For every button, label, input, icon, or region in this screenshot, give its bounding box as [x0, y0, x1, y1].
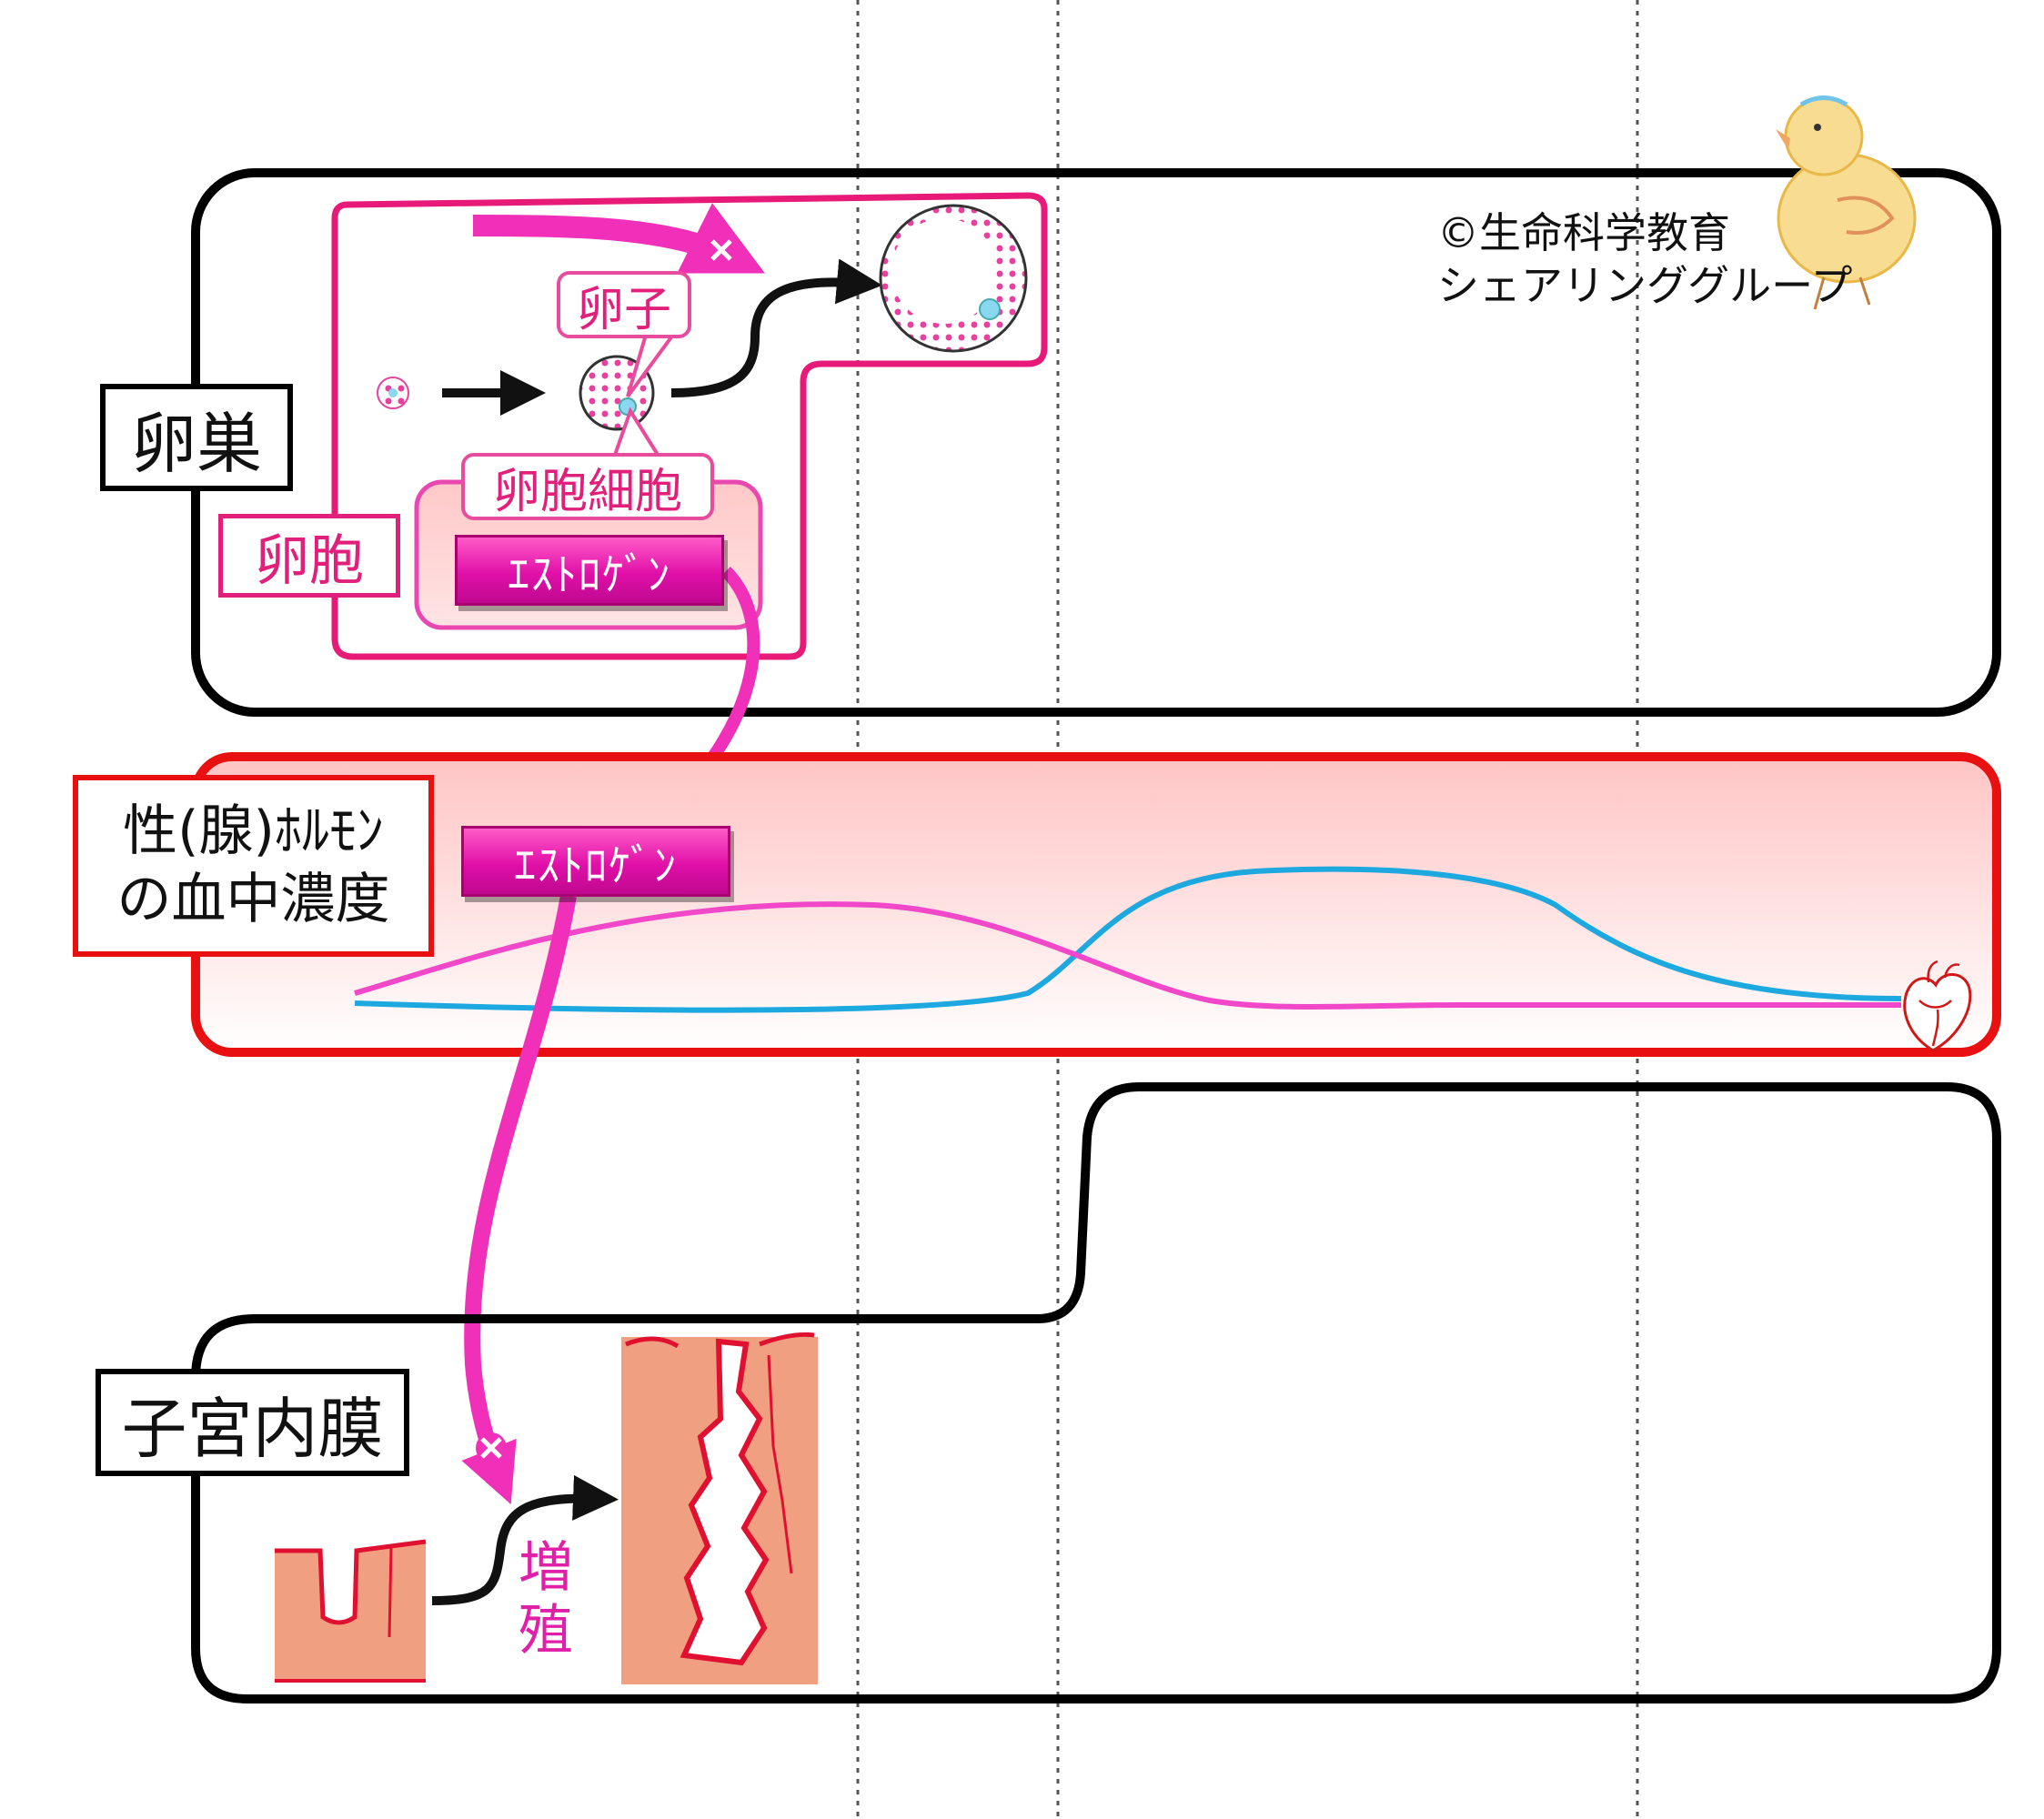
proliferation-label: 増殖 [519, 1536, 573, 1663]
follicle-label: 卵胞 [218, 514, 400, 598]
blood-hormone-label: 性(腺)ﾎﾙﾓﾝ の血中濃度 [73, 775, 434, 957]
plus-icon [706, 235, 737, 266]
thick-endometrium [621, 1332, 818, 1684]
primordial-follicle [377, 377, 409, 409]
ovary-label: 卵巣 [100, 384, 293, 491]
top-pink-arrow [472, 203, 765, 274]
oocyte-cell-label: 卵胞細胞 [461, 453, 714, 520]
growth-arrow-2 [670, 258, 882, 397]
mature-follicle [879, 204, 1028, 353]
heart-icon [1903, 960, 1972, 1052]
blood-label-line2: の血中濃度 [116, 868, 390, 931]
estrogen-curve [354, 901, 1901, 1010]
egg-label: 卵子 [557, 271, 691, 338]
second-hormone-curve [354, 866, 1902, 1013]
uterus-panel [191, 1082, 2001, 1703]
copyright-line2: シェアリンググループ [1437, 260, 1853, 310]
cell-label-pointer [612, 407, 661, 459]
egg-label-pointer [626, 333, 675, 398]
thin-endometrium [275, 1539, 427, 1683]
chick-illustration [1776, 95, 1917, 310]
copyright-line1: ©生命科学教育 [1437, 208, 1730, 257]
proliferation-arrow [431, 1474, 619, 1605]
copyright-text: ©生命科学教育 シェアリンググループ [1437, 207, 1852, 312]
uterus-label: 子宮内膜 [96, 1369, 409, 1476]
blood-label-line1: 性(腺)ﾎﾙﾓﾝ [123, 799, 384, 863]
blood-estrogen-box: ｴｽﾄﾛｹﾞﾝ [461, 826, 730, 897]
plus-icon [476, 1432, 507, 1463]
follicle-region [331, 192, 1048, 660]
ovary-estrogen-box: ｴｽﾄﾛｹﾞﾝ [455, 535, 724, 606]
